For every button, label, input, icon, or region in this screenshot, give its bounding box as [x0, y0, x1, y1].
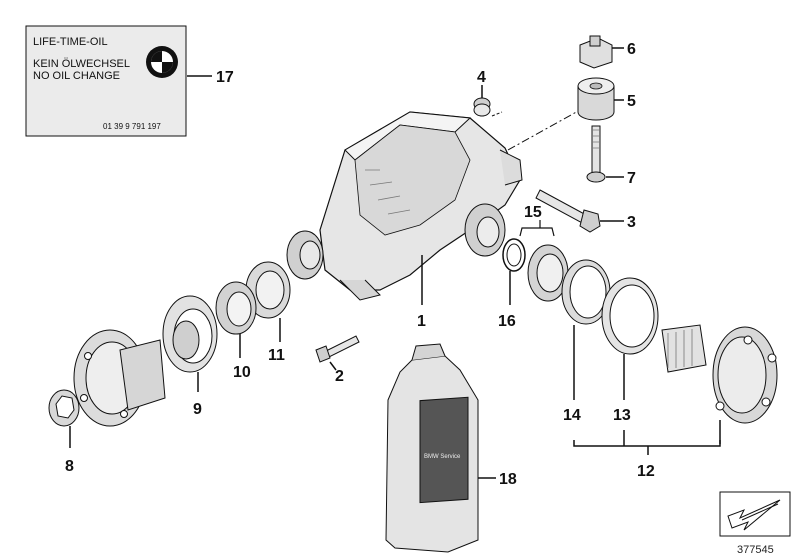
callout-14: 14	[563, 407, 581, 424]
callout-10: 10	[233, 364, 251, 381]
callout-17: 17	[216, 69, 234, 86]
shaft-seal-part-15[interactable]	[519, 220, 569, 302]
snap-ring-part-16[interactable]	[502, 238, 526, 305]
oil-sticker-title: LIFE-TIME-OIL	[33, 36, 108, 48]
washer-part-9[interactable]	[162, 295, 218, 392]
rubber-mount-part-5[interactable]	[577, 77, 624, 121]
callout-2: 2	[335, 368, 344, 385]
seal-ring-part-11[interactable]	[245, 261, 291, 342]
callout-1: 1	[417, 313, 426, 330]
diagonal-arrow-icon	[719, 491, 791, 537]
oil-sticker-line2: NO OIL CHANGE	[33, 70, 120, 82]
hex-bolt-part-3[interactable]	[535, 189, 624, 233]
callout-9: 9	[193, 401, 202, 418]
oil-sticker-part-number: 01 39 9 791 197	[103, 122, 161, 131]
nut-part-8[interactable]	[48, 389, 80, 448]
input-flange[interactable]	[73, 329, 166, 427]
callout-5: 5	[627, 93, 636, 110]
nut-clip-part-6[interactable]	[579, 35, 624, 69]
callout-12: 12	[637, 463, 655, 480]
shaft-seal-part-10[interactable]	[215, 281, 257, 358]
callout-18: 18	[499, 471, 517, 488]
oil-sticker-line1: KEIN ÖLWECHSEL	[33, 58, 130, 70]
callout-6: 6	[627, 41, 636, 58]
bolt-part-7[interactable]	[586, 125, 624, 183]
callout-7: 7	[627, 170, 636, 187]
plug-part-4[interactable]	[473, 85, 491, 117]
bmw-roundel-icon	[146, 46, 178, 78]
callout-4: 4	[477, 69, 486, 86]
bolt-part-2[interactable]	[315, 335, 360, 371]
callout-16: 16	[498, 313, 516, 330]
callout-8: 8	[65, 458, 74, 475]
thrust-washer-part-14[interactable]	[561, 259, 611, 400]
callout-3: 3	[627, 214, 636, 231]
reference-number: 377545	[737, 544, 774, 556]
callout-11: 11	[268, 347, 285, 364]
oil-bottle-part-18[interactable]: BMW Service	[385, 343, 496, 553]
callout-15: 15	[524, 204, 542, 221]
oil-sticker-label[interactable]: LIFE-TIME-OIL KEIN ÖLWECHSEL NO OIL CHAN…	[25, 25, 187, 137]
bottle-label-text: BMW Service	[424, 454, 461, 460]
differential-housing[interactable]	[286, 103, 523, 305]
shim-part-13[interactable]	[601, 277, 659, 400]
callout-13: 13	[613, 407, 631, 424]
output-flange-shaft[interactable]	[661, 324, 778, 444]
